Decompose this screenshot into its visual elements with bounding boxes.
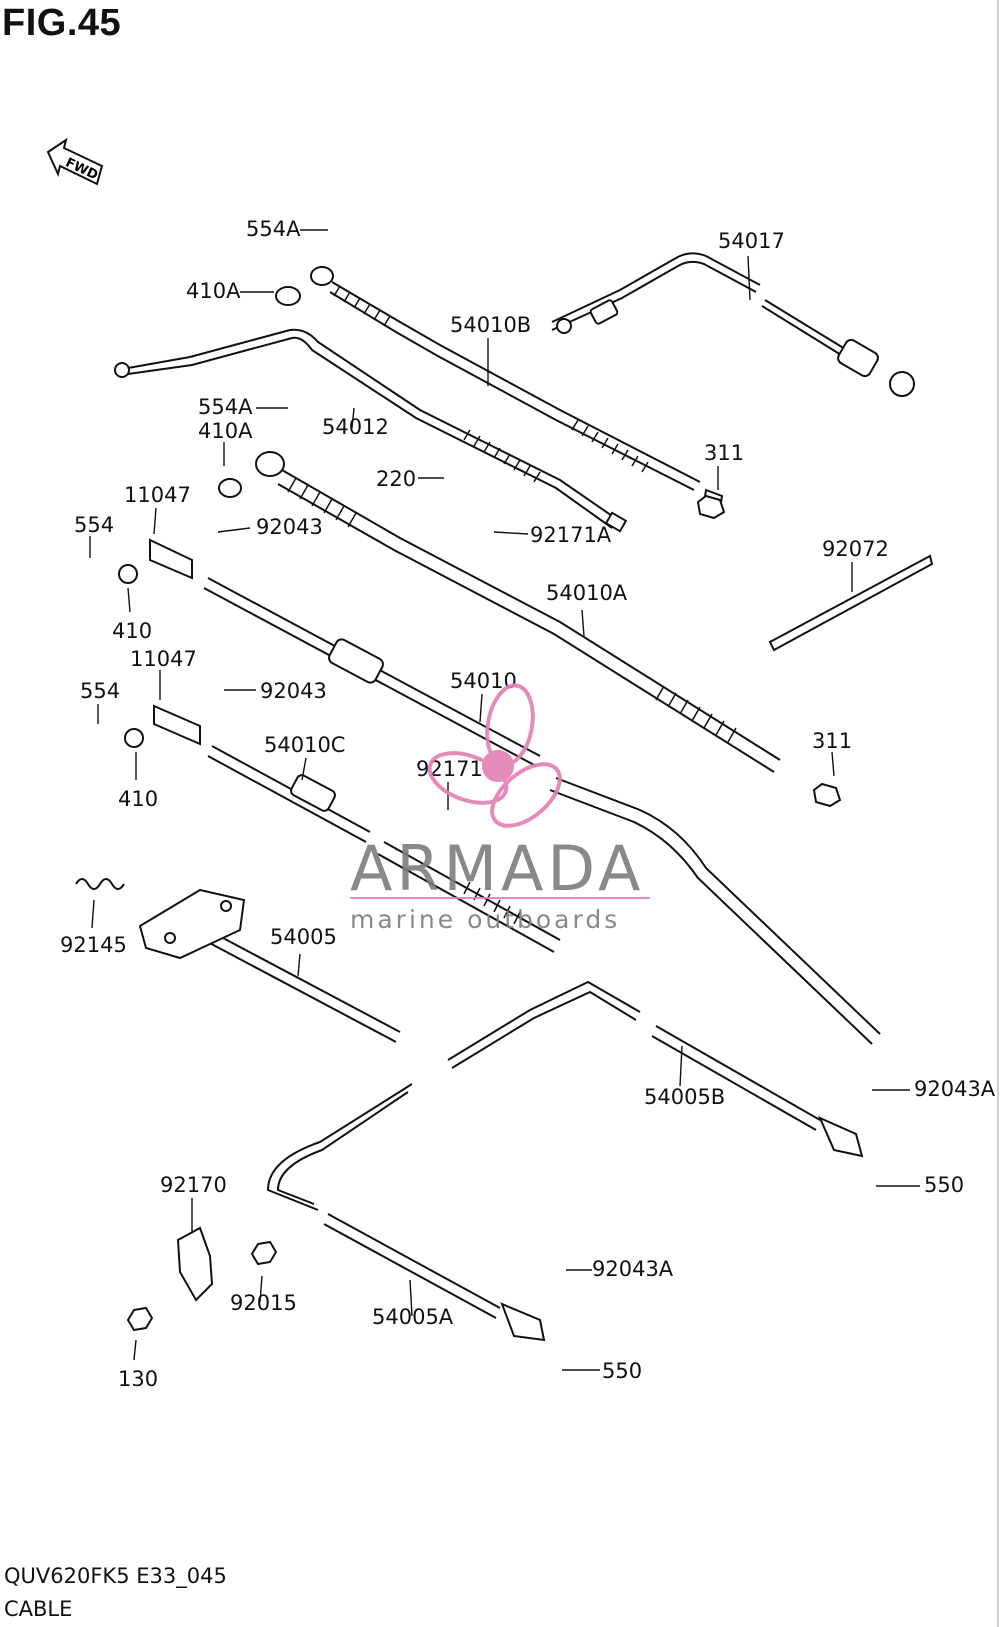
label-54005A: 54005A [372,1305,454,1329]
label-54010A: 54010A [546,581,628,605]
label-311-bottom: 311 [812,729,852,753]
cable-54010A [255,451,781,773]
label-554A-top: 554A [246,217,301,241]
label-311-top: 311 [704,441,744,465]
label-92145: 92145 [60,933,127,957]
label-11047-top: 11047 [124,483,191,507]
cable-54012 [114,328,628,533]
label-54010B: 54010B [450,313,531,337]
label-54017: 54017 [718,229,785,253]
figure-title: FIG.45 [2,2,122,44]
label-54005B: 54005B [644,1085,725,1109]
label-130: 130 [118,1367,158,1391]
cable-54005 [138,888,401,1043]
label-92043A-bottom: 92043A [592,1257,674,1281]
part-92145-spring [75,878,125,890]
label-92171: 92171 [416,757,483,781]
label-410-bottom: 410 [118,787,158,811]
label-92171A: 92171A [530,523,612,547]
figure-caption: CABLE [4,1597,73,1621]
cable-54017 [551,252,915,397]
label-54012: 54012 [322,415,389,439]
label-92043-bottom: 92043 [260,679,327,703]
watermark-brand: ARMADA [350,832,644,905]
label-54010C: 54010C [264,733,345,757]
leader-lines [89,229,920,1371]
label-92170: 92170 [160,1173,227,1197]
watermark-tagline: marine outboards [350,905,620,934]
cable-54005A [266,1083,546,1342]
label-554A-mid: 554A [198,395,253,419]
propeller-logo-icon [427,683,562,828]
model-code: QUV620FK5 E33_045 [4,1564,227,1588]
part-washers-nuts [118,286,842,1332]
label-410A-mid: 410A [198,419,253,443]
part-92072-tie [768,554,934,652]
part-label-group: 554A 410A 54017 54010B 554A 410A 54012 2… [60,217,996,1391]
cable-54010B [310,266,724,510]
label-410-top: 410 [112,619,152,643]
label-92072: 92072 [822,537,889,561]
label-92043A-right: 92043A [914,1077,996,1101]
page-edge-divider [997,0,999,1627]
label-554-top: 554 [74,513,114,537]
label-554-bottom: 554 [80,679,120,703]
watermark: ARMADA marine outboards [350,683,650,934]
label-92015: 92015 [230,1291,297,1315]
label-410A-top: 410A [186,279,241,303]
label-11047-bottom: 11047 [130,647,197,671]
label-550-right: 550 [924,1173,964,1197]
label-220: 220 [376,467,416,491]
label-550-bottom: 550 [602,1359,642,1383]
cable-54010C [207,745,561,953]
cable-54005B [447,980,864,1158]
fwd-arrow-icon: FWD [46,137,104,186]
label-92043-top: 92043 [256,515,323,539]
part-92170-clamp [176,1226,214,1302]
label-54005: 54005 [270,925,337,949]
cable-54010 [203,577,881,1045]
part-11047-brackets [149,538,201,746]
